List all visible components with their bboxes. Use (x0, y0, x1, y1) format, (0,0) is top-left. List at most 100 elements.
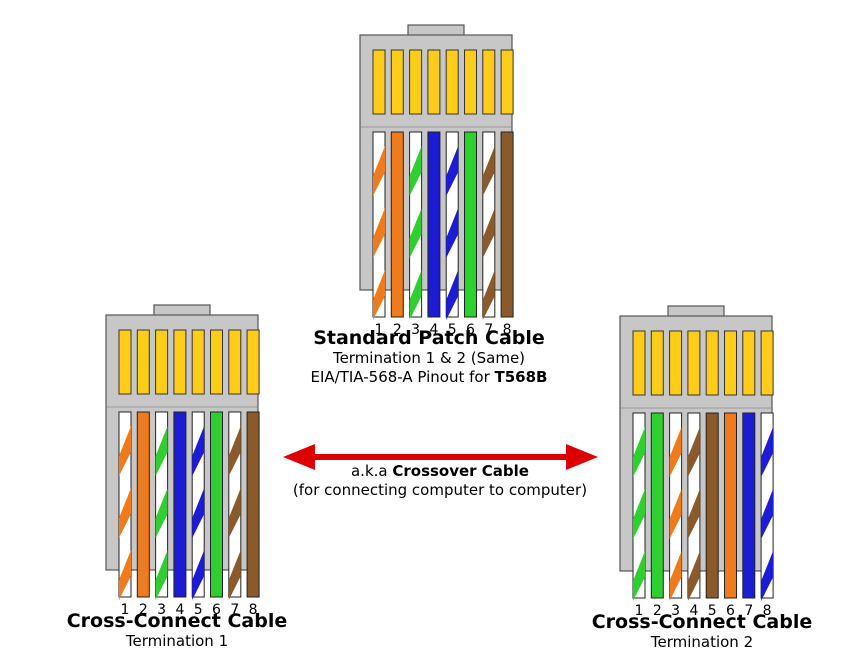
pin-number: 1 (121, 602, 130, 618)
pin-number: 6 (212, 602, 221, 618)
gold-pin (500, 49, 514, 115)
standard-line2-bold: T568B (494, 368, 548, 386)
pin-number: 6 (466, 322, 475, 338)
cross1-line1: Termination 1 (125, 632, 229, 650)
pin-number: 5 (194, 602, 203, 618)
gold-pin (409, 49, 423, 115)
wire-stripe (633, 551, 645, 601)
wire-stripe (633, 427, 645, 477)
pin-number: 2 (393, 322, 402, 338)
wire-stripe (409, 208, 422, 258)
crossover-line2: (for connecting computer to computer) (292, 481, 588, 499)
pin-number: 7 (230, 602, 239, 618)
pin-number: 5 (708, 603, 717, 619)
wire-stripe (228, 426, 241, 476)
gold-pin (228, 329, 242, 395)
gold-pin (155, 329, 169, 395)
wire-green (210, 411, 223, 598)
pin-number: 2 (139, 602, 148, 618)
wire-brown (705, 412, 719, 599)
gold-pin (427, 49, 441, 115)
cross1-title: Cross-Connect Cable (66, 610, 288, 632)
wire-stripe (373, 208, 385, 258)
crossover-double-arrow (283, 444, 598, 470)
pin-number: 6 (726, 603, 735, 619)
arrow-head-right (566, 444, 598, 470)
wire-stripe (373, 270, 385, 320)
wire-blue (173, 411, 187, 598)
wire-orange (724, 412, 737, 599)
pin-number: 4 (689, 603, 698, 619)
plug-tab (153, 304, 211, 317)
pin-number: 7 (744, 603, 753, 619)
wire-stripe (409, 146, 422, 196)
pin-number: 4 (175, 602, 184, 618)
wire-stripe (446, 208, 459, 258)
plug-tab (407, 24, 465, 37)
wire-stripe (669, 551, 682, 601)
wire-stripe (228, 550, 241, 600)
standard-title: Standard Patch Cable (313, 327, 545, 349)
pin-number: 8 (249, 602, 258, 618)
gold-pin (210, 329, 223, 395)
plug-tab (667, 305, 725, 318)
wire-stripe (119, 488, 131, 538)
wire-stripe (446, 270, 459, 320)
gold-pin (687, 330, 701, 396)
pin-number: 1 (375, 322, 384, 338)
wire-green (650, 412, 664, 599)
wire-stripe (687, 551, 700, 601)
wire-stripe (482, 208, 495, 258)
pin-number: 1 (635, 603, 644, 619)
arrow-head-left (283, 444, 315, 470)
wire-stripe (669, 427, 682, 477)
wire-stripe (482, 146, 495, 196)
wire-stripe (482, 270, 495, 320)
cross2-caption: Cross-Connect Cable Termination 2 (552, 611, 852, 652)
wire-stripe (761, 427, 774, 477)
gold-pin (191, 329, 205, 395)
pin-number: 5 (448, 322, 457, 338)
gold-pin (742, 330, 756, 396)
wire-stripe (228, 488, 241, 538)
standard-line1: Termination 1 & 2 (Same) (332, 349, 526, 367)
crossover-prefix: a.k.a (350, 462, 393, 480)
crossover-bold: Crossover Cable (392, 462, 529, 480)
gold-pin (445, 49, 459, 115)
pin-number: 7 (484, 322, 493, 338)
wire-stripe (687, 427, 700, 477)
wire-blue (427, 131, 441, 318)
wire-stripe (155, 488, 168, 538)
standard-line2-prefix: EIA/TIA-568-A Pinout for (310, 368, 495, 386)
standard-caption: Standard Patch Cable Termination 1 & 2 (… (279, 327, 579, 387)
gold-pin (724, 330, 737, 396)
gold-pin (390, 49, 404, 115)
gold-pin (173, 329, 187, 395)
wire-stripe (669, 489, 682, 539)
cross2-title: Cross-Connect Cable (591, 611, 813, 633)
wire-blue (742, 412, 756, 599)
gold-pin (705, 330, 719, 396)
wire-stripe (192, 550, 205, 600)
wire-stripe (761, 551, 774, 601)
pin-number: 3 (671, 603, 680, 619)
gold-pin (482, 49, 496, 115)
pin-number: 3 (411, 322, 420, 338)
wire-brown (246, 411, 260, 598)
wire-stripe (155, 550, 168, 600)
cross2-line1: Termination 2 (650, 633, 754, 651)
standard-line2: EIA/TIA-568-A Pinout for T568B (279, 368, 579, 387)
cross1-caption: Cross-Connect Cable Termination 1 (27, 610, 327, 651)
pin-number: 8 (763, 603, 772, 619)
wire-green (464, 131, 477, 318)
wire-stripe (155, 426, 168, 476)
wire-stripe (761, 489, 774, 539)
wire-stripe (192, 426, 205, 476)
pin-number: 3 (157, 602, 166, 618)
crossover-line1: a.k.a Crossover Cable (260, 462, 620, 481)
wire-stripe (633, 489, 645, 539)
